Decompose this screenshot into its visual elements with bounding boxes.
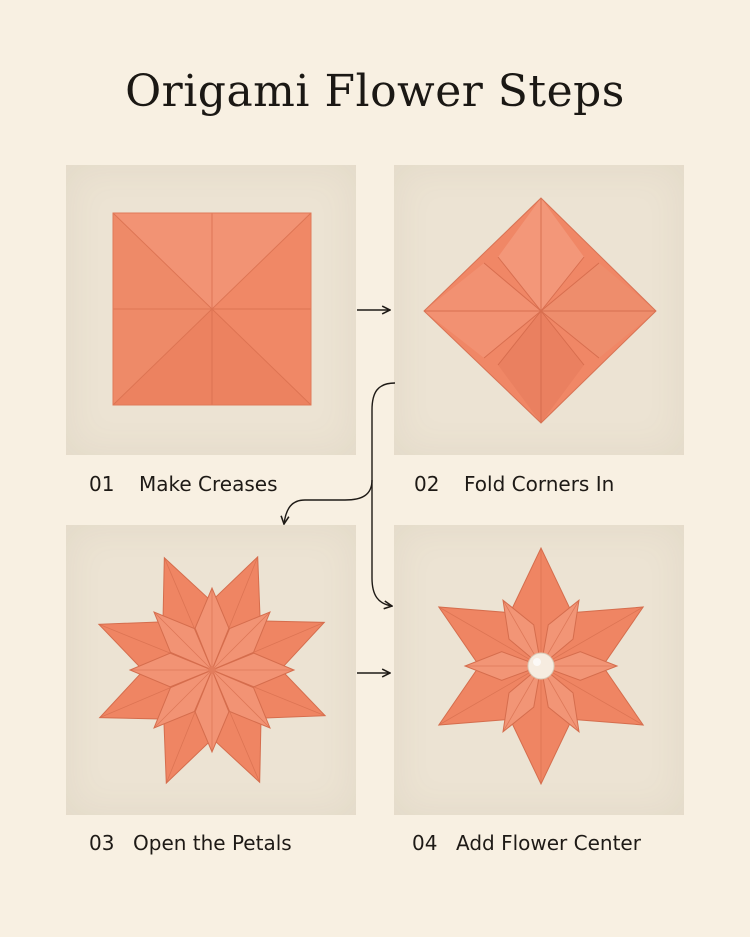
petal-crease: [540, 606, 644, 667]
step-number: 01: [89, 472, 115, 496]
step-label: Open the Petals: [133, 831, 292, 855]
petal-crease: [438, 665, 542, 726]
flower-center-bead: [527, 652, 555, 680]
folded-diamond-illustration: [423, 197, 657, 424]
step-number: 03: [89, 831, 115, 855]
petal-crease: [540, 665, 644, 726]
petal-crease: [211, 669, 271, 729]
petal-crease: [153, 669, 213, 729]
step-number: 02: [414, 472, 440, 496]
step-3-caption: 03 Open the Petals: [89, 831, 292, 855]
step-number: 04: [412, 831, 438, 855]
step-label: Fold Corners In: [464, 472, 615, 496]
step-2-caption: 02 Fold Corners In: [414, 472, 614, 496]
curved-arrow-icon: [371, 480, 392, 606]
step-label: Make Creases: [139, 472, 278, 496]
page-title: Origami Flower Steps: [125, 66, 625, 117]
petal-crease: [153, 611, 213, 671]
step-3-image: [66, 525, 356, 815]
step-4-caption: 04 Add Flower Center: [412, 831, 641, 855]
step-1-caption: 01 Make Creases: [89, 472, 278, 496]
step-4-image: [394, 525, 684, 815]
petal-crease: [211, 611, 271, 671]
opened-petals-illustration: [97, 555, 327, 785]
finished-flower-illustration: [437, 546, 645, 786]
creased-square-illustration: [112, 212, 312, 406]
step-1-image: [66, 165, 356, 455]
step-2-image: [394, 165, 684, 455]
step-label: Add Flower Center: [456, 831, 641, 855]
petal-crease: [438, 606, 542, 667]
